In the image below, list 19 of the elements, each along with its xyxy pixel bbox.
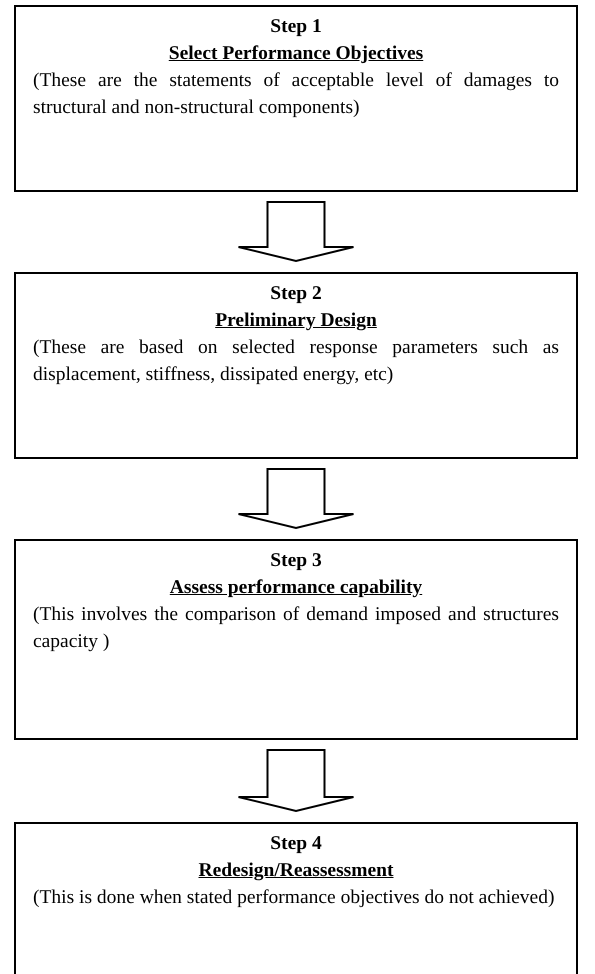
block-arrow <box>238 201 354 262</box>
step-title: Select Performance Objectives <box>168 43 424 64</box>
step-title: Redesign/Reassessment <box>198 860 394 881</box>
step-title: Preliminary Design <box>215 310 377 331</box>
step-number: Step 2 <box>270 283 322 304</box>
step-number: Step 4 <box>270 833 322 854</box>
process-box <box>14 539 578 740</box>
block-arrow <box>238 468 354 530</box>
step-number: Step 1 <box>270 16 322 37</box>
block-arrow <box>238 749 354 812</box>
step-description: (These are based on selected response parameters such as displacement, stiffness, dissipated energy, etc) <box>33 336 559 387</box>
process-box <box>14 5 578 192</box>
process-box <box>14 272 578 459</box>
process-box <box>14 822 578 974</box>
step-description: (These are the statements of acceptable level of damages to structural and non-structural components) <box>33 69 559 120</box>
step-description: (This involves the comparison of demand imposed and structures capacity ) <box>33 603 559 654</box>
step-number: Step 3 <box>270 550 322 571</box>
step-title: Assess performance capability <box>170 577 422 598</box>
step-description: (This is done when stated performance objectives do not achieved) <box>33 886 556 910</box>
